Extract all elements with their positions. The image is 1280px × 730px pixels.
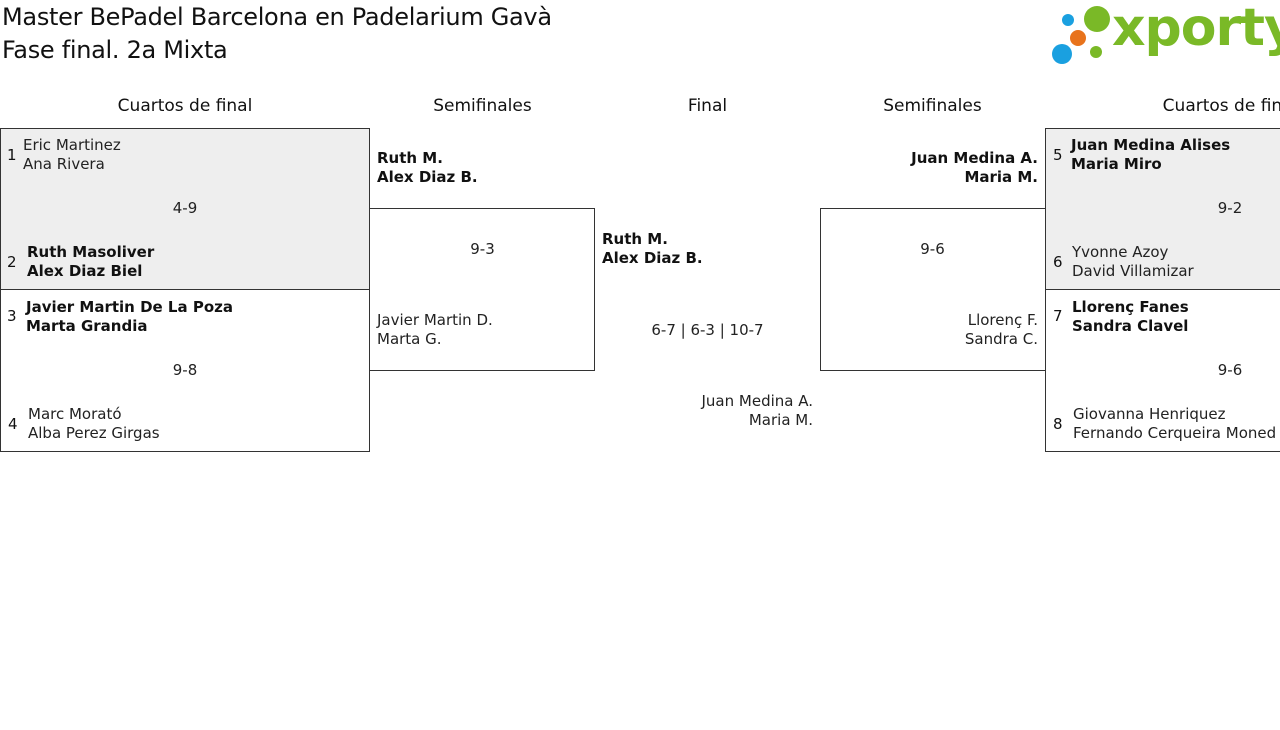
player-name: Maria M. [964, 168, 1038, 186]
page-subtitle: Fase final. 2a Mixta [2, 36, 228, 64]
player-name: Javier Martin D. [377, 311, 493, 329]
sf-right-team-b: Llorenç F. Sandra C. [820, 311, 1038, 349]
player-name: Sandra Clavel [1072, 317, 1189, 335]
logo-dot-blue [1062, 14, 1074, 26]
seed-number: 4 [8, 415, 18, 433]
final-score: 6-7 | 6-3 | 10-7 [651, 321, 764, 339]
logo-text: xporty [1112, 0, 1280, 58]
player-name: Ruth M. [377, 149, 443, 167]
player-name: Giovanna Henriquez [1073, 405, 1226, 423]
player-name: Juan Medina Alises [1071, 136, 1231, 154]
round-heading-final: Final [687, 96, 728, 116]
player-name: Eric Martinez [23, 136, 121, 154]
match-qf-4[interactable] [1045, 289, 1280, 452]
sf-right-team-a-winner: Juan Medina A. Maria M. [820, 149, 1038, 187]
player-name: David Villamizar [1072, 262, 1194, 280]
round-heading-left-quarters: Cuartos de final [117, 96, 253, 116]
player-name: Juan Medina A. [701, 392, 814, 410]
round-heading-right-semis: Semifinales [883, 96, 982, 116]
match-score: 9-2 [1217, 199, 1243, 217]
match-qf-3[interactable] [1045, 128, 1280, 290]
sf-left-team-a-winner: Ruth M. Alex Diaz B. [377, 149, 478, 187]
logo-dot-blue-large [1052, 44, 1072, 64]
team-2-winner: Ruth Masoliver Alex Diaz Biel [27, 243, 154, 281]
final-team-a-winner: Ruth M. Alex Diaz B. [602, 230, 703, 268]
player-name: Javier Martin De La Poza [26, 298, 233, 316]
player-name: Ruth Masoliver [27, 243, 155, 261]
team-4: Marc Morató Alba Perez Girgas [28, 405, 160, 443]
logo-dot-green [1084, 6, 1110, 32]
xporty-logo[interactable]: xporty [1052, 0, 1280, 66]
round-heading-right-quarters: Cuartos de final [1162, 96, 1280, 116]
seed-number: 1 [7, 146, 17, 164]
match-qf-1[interactable] [0, 128, 370, 290]
team-3-winner: Javier Martin De La Poza Marta Grandia [26, 298, 233, 336]
player-name: Maria M. [748, 411, 813, 429]
player-name: Ruth M. [602, 230, 668, 248]
seed-number: 3 [7, 307, 17, 325]
player-name: Alex Diaz B. [602, 249, 703, 267]
match-score: 9-6 [920, 240, 945, 258]
player-name: Ana Rivera [23, 155, 105, 173]
match-sf-left[interactable] [369, 208, 595, 371]
seed-number: 7 [1053, 307, 1063, 325]
player-name: Marta G. [377, 330, 442, 348]
team-6: Yvonne Azoy David Villamizar [1072, 243, 1194, 281]
seed-number: 8 [1053, 415, 1063, 433]
player-name: Alex Diaz B. [377, 168, 478, 186]
match-score: 4-9 [172, 199, 198, 217]
player-name: Llorenç F. [967, 311, 1038, 329]
player-name: Yvonne Azoy [1072, 243, 1169, 261]
team-1: Eric Martinez Ana Rivera [23, 136, 121, 174]
seed-number: 5 [1053, 146, 1063, 164]
match-score: 9-6 [1217, 361, 1243, 379]
player-name: Maria Miro [1071, 155, 1162, 173]
final-team-b: Juan Medina A. Maria M. [595, 392, 814, 430]
player-name: Marc Morató [28, 405, 122, 423]
page-title: Master BePadel Barcelona en Padelarium G… [2, 3, 552, 31]
seed-number: 2 [7, 253, 17, 271]
team-8: Giovanna Henriquez Fernando Cerqueira Mo… [1073, 405, 1280, 443]
match-score: 9-3 [470, 240, 495, 258]
player-name: Sandra C. [964, 330, 1038, 348]
team-7-winner: Llorenç Fanes Sandra Clavel [1072, 298, 1189, 336]
player-name: Alba Perez Girgas [28, 424, 160, 442]
player-name: Llorenç Fanes [1072, 298, 1189, 316]
player-name: Fernando Cerqueira Moned [1073, 424, 1277, 442]
sf-left-team-b: Javier Martin D. Marta G. [377, 311, 493, 349]
logo-dot-green-small [1090, 46, 1102, 58]
team-5-winner: Juan Medina Alises Maria Miro [1071, 136, 1230, 174]
match-score: 9-8 [172, 361, 198, 379]
player-name: Juan Medina A. [911, 149, 1038, 167]
round-heading-left-semis: Semifinales [433, 96, 532, 116]
player-name: Marta Grandia [26, 317, 148, 335]
seed-number: 6 [1053, 253, 1063, 271]
logo-dot-orange [1070, 30, 1086, 46]
player-name: Alex Diaz Biel [27, 262, 143, 280]
